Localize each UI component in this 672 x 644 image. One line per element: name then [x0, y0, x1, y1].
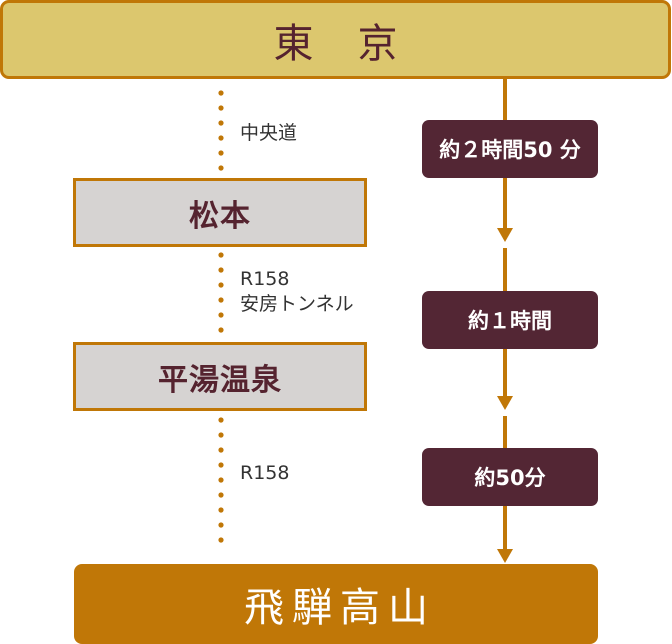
duration-text: 約２時間50 分: [439, 138, 581, 162]
duration-text: 約１時間: [468, 309, 552, 333]
duration-badge-leg-2: 約１時間: [422, 291, 598, 349]
duration-text: 約50分: [474, 466, 546, 490]
route-dot: [218, 447, 224, 453]
duration-badge-leg-3: 約50分: [422, 448, 598, 506]
arrow-down-icon: [497, 228, 513, 242]
route-dot: [218, 90, 224, 96]
route-dot: [218, 252, 224, 258]
route-dot: [218, 477, 224, 483]
route-dot: [218, 150, 224, 156]
route-dot: [218, 312, 224, 318]
route-line: R158: [240, 268, 290, 290]
stop-box-matsumoto: 松本: [73, 178, 367, 247]
stop-label: 松本: [189, 198, 251, 234]
route-dot: [218, 507, 224, 513]
route-dot: [218, 492, 224, 498]
dotted-route-line: [218, 90, 224, 543]
route-label-leg-1: 中央道: [240, 121, 297, 146]
arrow-down-icon: [497, 549, 513, 563]
route-dot: [218, 135, 224, 141]
route-dot: [218, 417, 224, 423]
route-dot: [218, 165, 224, 171]
route-line: 安房トンネル: [240, 293, 354, 315]
arrow-down-icon: [497, 396, 513, 410]
route-dot: [218, 432, 224, 438]
route-line: 中央道: [240, 122, 298, 144]
route-label-leg-3: R158: [240, 461, 289, 486]
destination-label: 飛騨高山: [244, 585, 436, 631]
route-dot: [218, 105, 224, 111]
stop-label: 平湯温泉: [158, 362, 282, 398]
destination-box-hida-takayama: 飛騨高山: [74, 564, 598, 644]
route-dot: [218, 282, 224, 288]
route-dot: [218, 267, 224, 273]
origin-label: 東京: [273, 20, 442, 67]
route-label-leg-2: R158 安房トンネル: [240, 267, 354, 317]
duration-badge-leg-1: 約２時間50 分: [422, 120, 598, 178]
route-dot: [218, 522, 224, 528]
route-dot: [218, 537, 224, 543]
origin-box-tokyo: 東京: [0, 0, 671, 79]
route-dot: [218, 462, 224, 468]
route-dot: [218, 327, 224, 333]
stop-box-hirayu-onsen: 平湯温泉: [73, 342, 367, 411]
route-line: R158: [240, 462, 290, 484]
route-dot: [218, 120, 224, 126]
route-dot: [218, 297, 224, 303]
